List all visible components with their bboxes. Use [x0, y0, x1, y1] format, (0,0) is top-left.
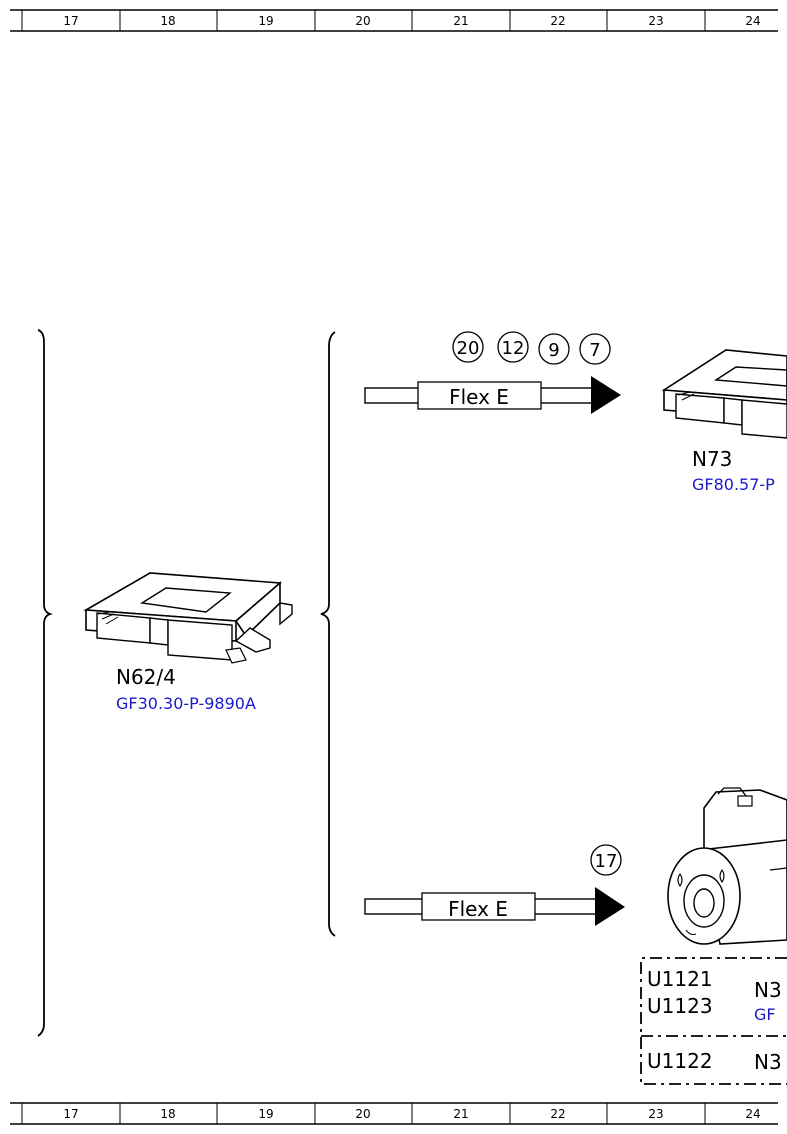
column-number: 24	[745, 1107, 760, 1121]
bus-bottom: 17 Flex E	[364, 844, 625, 926]
marker-circle: 17	[590, 844, 622, 876]
svg-text:17: 17	[595, 851, 618, 872]
column-number: 17	[63, 1107, 78, 1121]
svg-text:20: 20	[457, 338, 480, 359]
column-number: 23	[648, 14, 663, 28]
variant-box: U1121 U1123 N3 GF U1122 N3	[640, 957, 787, 1085]
column-number: 19	[258, 1107, 273, 1121]
variant-code: U1121	[647, 967, 713, 991]
column-number: 18	[160, 1107, 175, 1121]
bus-top: 20 12 9 7 Flex E	[364, 331, 621, 414]
component-reference-link[interactable]: GF	[754, 1005, 776, 1024]
marker-circle: 20	[452, 331, 484, 363]
column-number: 20	[355, 14, 370, 28]
column-number: 21	[453, 14, 468, 28]
svg-text:7: 7	[589, 340, 600, 361]
component-code: N3	[754, 978, 782, 1002]
marker-circle: 12	[497, 331, 529, 363]
actuator-unit-icon[interactable]	[667, 787, 787, 945]
marker-circle: 9	[538, 333, 570, 365]
column-number: 17	[63, 14, 78, 28]
column-number: 24	[745, 14, 760, 28]
column-number: 22	[550, 1107, 565, 1121]
column-number: 19	[258, 14, 273, 28]
column-number: 22	[550, 14, 565, 28]
bus-label: Flex E	[448, 897, 508, 921]
marker-circle: 7	[579, 333, 611, 365]
variant-code: U1122	[647, 1049, 713, 1073]
component-reference-link[interactable]: GF30.30-P-9890A	[116, 694, 256, 713]
column-ruler-bottom: 17 18 19 20 21 22 23 24	[10, 1102, 778, 1125]
component-code: N73	[692, 447, 732, 471]
column-number: 18	[160, 14, 175, 28]
column-number: 21	[453, 1107, 468, 1121]
svg-text:12: 12	[502, 338, 525, 359]
bus-group-brace	[320, 331, 336, 937]
arrow-head-icon	[591, 376, 621, 414]
component-reference-link[interactable]: GF80.57-P	[692, 475, 775, 494]
left-group-brace	[37, 329, 53, 1037]
column-number: 20	[355, 1107, 370, 1121]
component-code: N62/4	[116, 665, 176, 689]
column-number: 23	[648, 1107, 663, 1121]
svg-text:9: 9	[548, 340, 559, 361]
control-unit-icon[interactable]	[83, 572, 293, 664]
bus-label: Flex E	[449, 385, 509, 409]
variant-code: U1123	[647, 994, 713, 1018]
arrow-head-icon	[595, 887, 625, 926]
component-code: N3	[754, 1050, 782, 1074]
control-unit-icon[interactable]	[661, 349, 787, 439]
column-ruler-top: 17 18 19 20 21 22 23 24	[10, 9, 778, 32]
